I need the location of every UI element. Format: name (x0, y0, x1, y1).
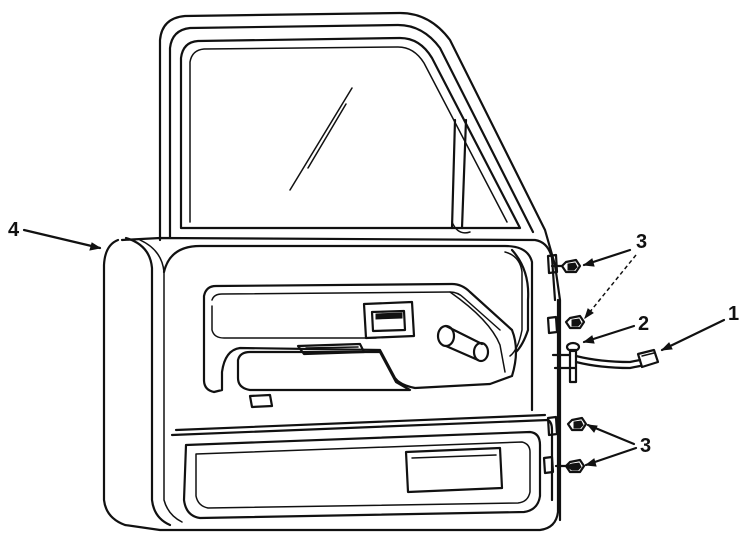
callout-3-upper: 3 (636, 231, 647, 253)
screw-lower-1 (566, 416, 588, 432)
wiring-harness (551, 341, 642, 384)
armrest-assembly (202, 282, 518, 409)
map-pocket (170, 413, 554, 520)
wire-connector (636, 348, 660, 369)
callout-1: 1 (728, 303, 739, 325)
door-outer-edge (102, 236, 560, 532)
door-frame (158, 11, 562, 522)
inner-handle (362, 300, 416, 340)
callout-2: 2 (638, 313, 649, 335)
screw-upper-1 (550, 258, 582, 274)
leader-lines (22, 228, 726, 467)
edge-clips (542, 253, 559, 475)
callout-4: 4 (8, 219, 20, 241)
screw-lower-2 (554, 458, 586, 474)
trim-panel-upper (162, 244, 534, 412)
screw-upper-2 (564, 314, 586, 330)
callout-3-lower: 3 (640, 435, 651, 457)
window-crank (436, 324, 490, 363)
